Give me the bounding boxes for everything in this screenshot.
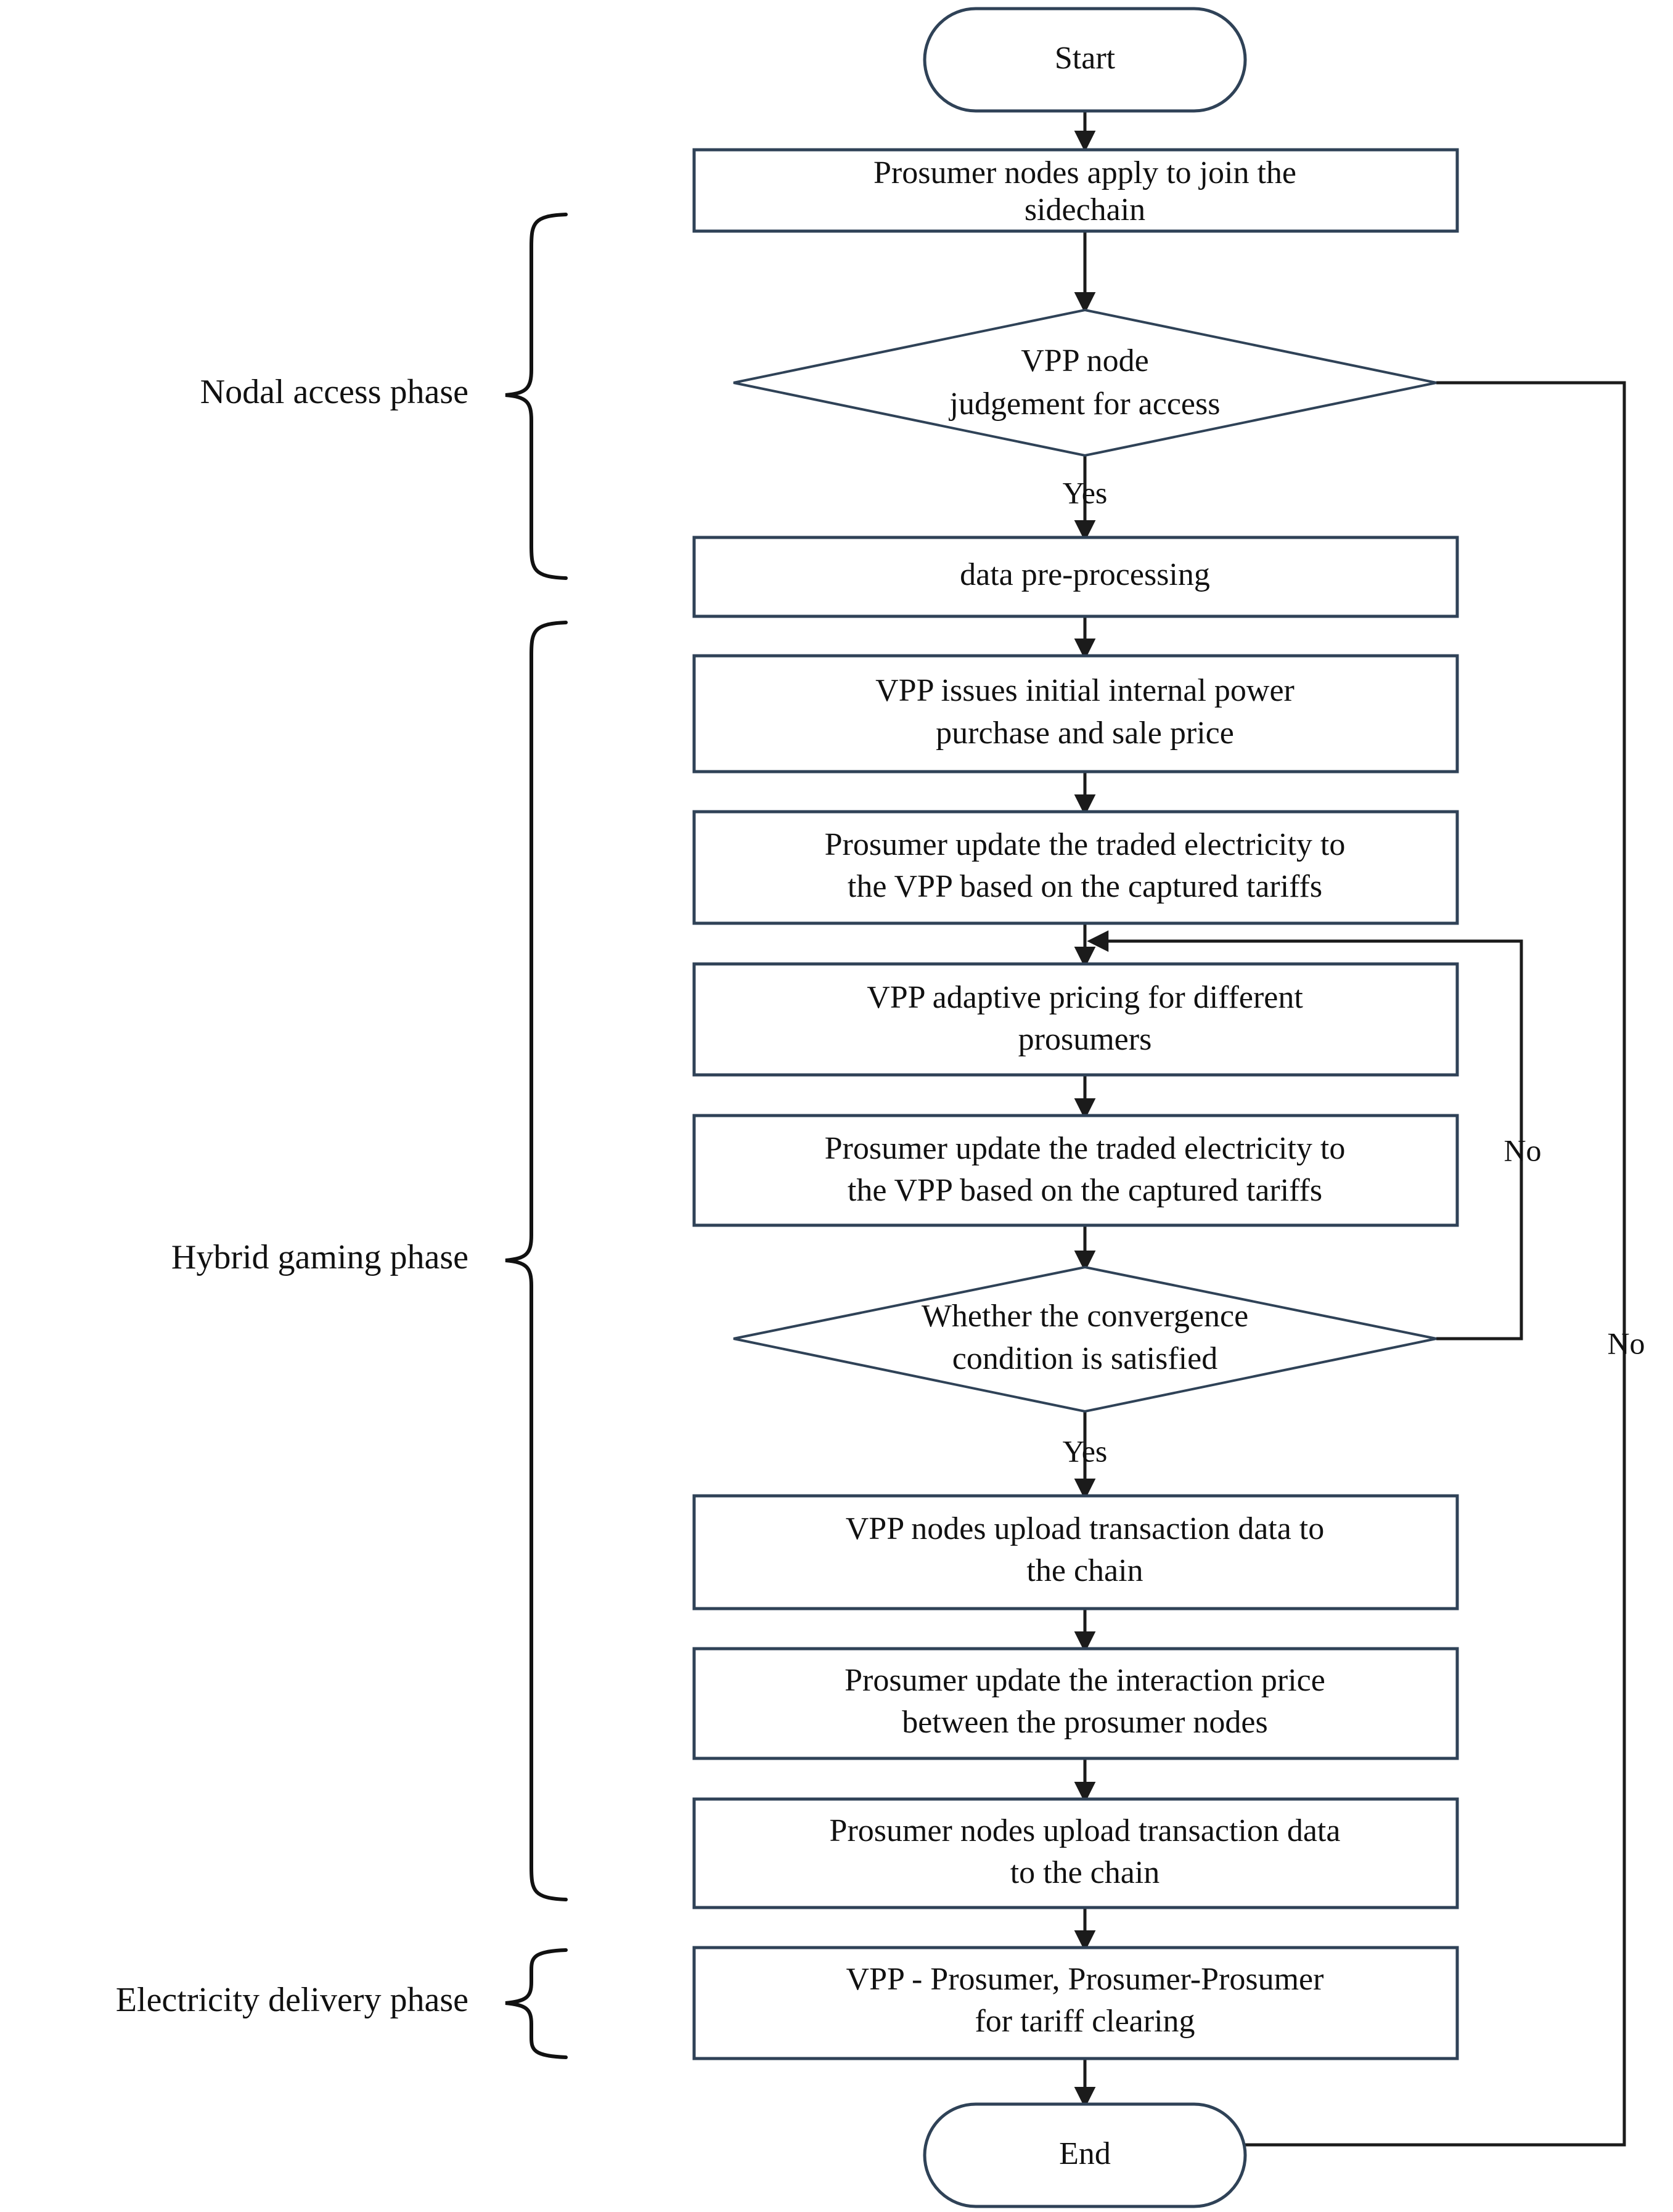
label-layer: Start Prosumer nodes apply to join the s… — [825, 41, 1346, 2171]
node-update1[interactable] — [692, 810, 1459, 925]
node-preproc-label: data pre-processing — [960, 557, 1210, 592]
node-update1-label-line1: Prosumer update the traded electricity t… — [825, 827, 1346, 862]
node-judge[interactable] — [733, 308, 1437, 457]
node-start[interactable] — [923, 7, 1247, 113]
shape-layer — [692, 7, 1459, 2208]
node-vppupload-label-line1: VPP nodes upload transaction data to — [846, 1511, 1325, 1546]
phase-label-nodal-access: Nodal access phase — [200, 373, 468, 411]
node-update2[interactable] — [692, 1114, 1459, 1227]
node-update1-label-line2: the VPP based on the captured tariffs — [848, 869, 1322, 904]
node-clearing-label-line1: VPP - Prosumer, Prosumer-Prosumer — [846, 1962, 1324, 1997]
brace-nodal-access — [505, 213, 568, 580]
edge-judge-no-to-end — [1214, 381, 1626, 2156]
node-converge-label-line1: Whether the convergence — [922, 1299, 1248, 1334]
node-clearing[interactable] — [692, 1946, 1459, 2060]
node-apply[interactable] — [692, 148, 1459, 233]
node-preproc[interactable] — [692, 536, 1459, 618]
node-end[interactable] — [923, 2102, 1247, 2208]
edge-label-converge-yes: Yes — [1063, 1434, 1108, 1468]
node-judge-label-line1: VPP node — [1021, 343, 1149, 378]
node-adaptive-label-line2: prosumers — [1018, 1022, 1152, 1057]
node-end-label: End — [1059, 2136, 1111, 2171]
node-issue-label-line1: VPP issues initial internal power — [875, 673, 1295, 708]
node-interact[interactable] — [692, 1647, 1459, 1760]
phase-label-hybrid-gaming: Hybrid gaming phase — [171, 1238, 468, 1276]
edge-converge-no-loop — [1087, 930, 1523, 1341]
connector-layer — [1074, 111, 1626, 2156]
node-interact-label-line2: between the prosumer nodes — [902, 1705, 1267, 1740]
node-adaptive[interactable] — [692, 962, 1459, 1077]
edge-label-converge-no: No — [1503, 1133, 1541, 1167]
node-converge[interactable] — [733, 1265, 1437, 1413]
node-converge-label-line2: condition is satisfied — [952, 1341, 1217, 1376]
node-clearing-label-line2: for tariff clearing — [975, 2004, 1195, 2039]
node-start-label: Start — [1055, 41, 1116, 76]
edge-label-judge-yes: Yes — [1063, 475, 1108, 510]
node-update2-label-line1: Prosumer update the traded electricity t… — [825, 1131, 1346, 1166]
node-apply-label-line2: sidechain — [1025, 192, 1145, 227]
node-issue[interactable] — [692, 654, 1459, 773]
brace-hybrid-gaming — [505, 621, 568, 1901]
node-update2-label-line2: the VPP based on the captured tariffs — [848, 1173, 1322, 1208]
phase-label-layer: Nodal access phase Hybrid gaming phase E… — [116, 373, 468, 2019]
edge-label-judge-no: No — [1607, 1326, 1645, 1360]
node-vppupload[interactable] — [692, 1494, 1459, 1610]
node-interact-label-line1: Prosumer update the interaction price — [845, 1663, 1325, 1698]
node-prosupload-label-line1: Prosumer nodes upload transaction data — [830, 1813, 1341, 1848]
phase-brace-layer — [505, 213, 568, 2059]
node-judge-label-line2: judgement for access — [949, 386, 1221, 422]
phase-label-electricity-delivery: Electricity delivery phase — [116, 1981, 468, 2019]
brace-electricity-delivery — [505, 1948, 568, 2059]
edge-label-layer: Yes No Yes No — [1063, 475, 1645, 1468]
node-adaptive-label-line1: VPP adaptive pricing for different — [867, 980, 1303, 1015]
node-vppupload-label-line2: the chain — [1026, 1553, 1143, 1588]
node-apply-label-line1: Prosumer nodes apply to join the — [873, 155, 1296, 190]
node-prosupload[interactable] — [692, 1797, 1459, 1909]
node-issue-label-line2: purchase and sale price — [936, 716, 1234, 751]
node-prosupload-label-line2: to the chain — [1010, 1855, 1160, 1890]
